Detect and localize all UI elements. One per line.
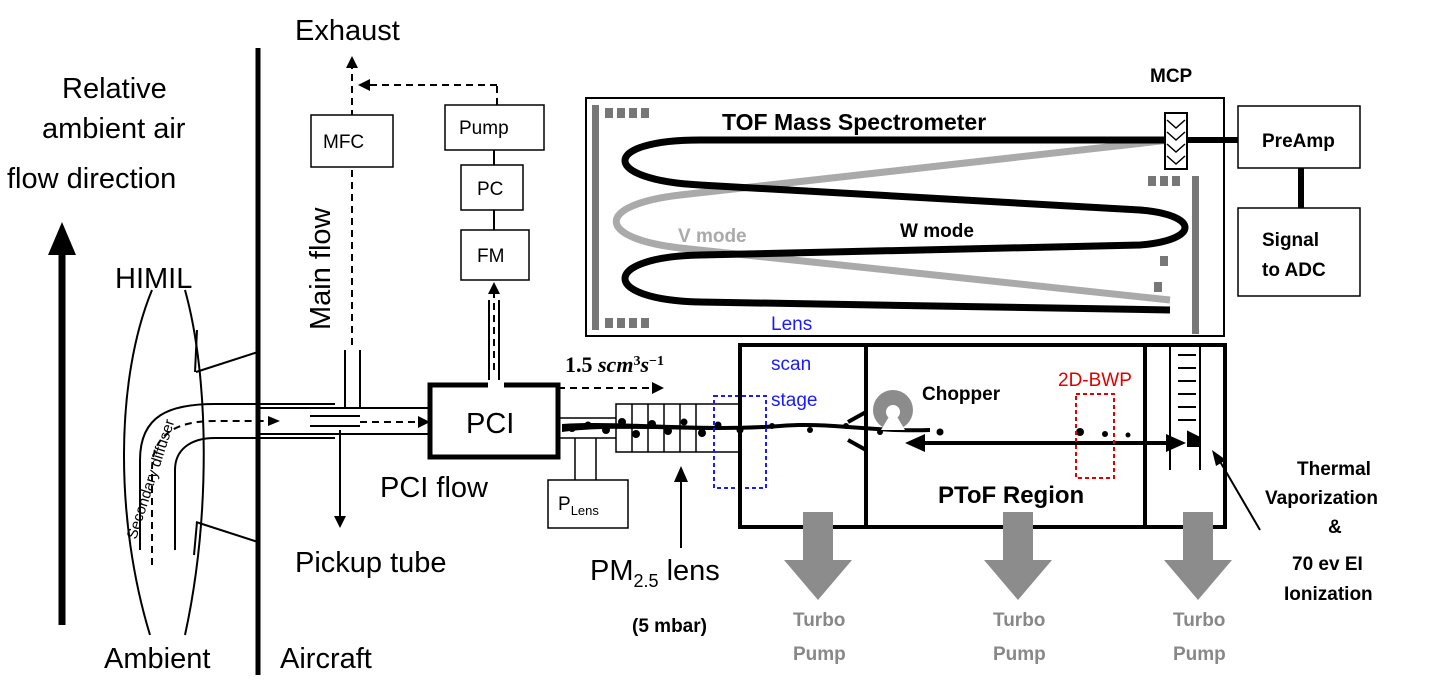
ptof-region-label: PToF Region: [938, 482, 1084, 509]
pci-outlet-cover: [488, 380, 504, 390]
w-mode-path: [621, 136, 1189, 314]
fm-box: [460, 229, 530, 281]
fm-label: FM: [477, 246, 504, 267]
signal-label-1: Signal: [1262, 230, 1319, 251]
pc-label: PC: [477, 179, 503, 200]
turbo-2-label-a: Turbo: [993, 610, 1045, 631]
himil-inlet: [123, 289, 259, 636]
signal-box: [1237, 207, 1361, 297]
v-mode-path: [613, 136, 1171, 304]
v-mode-label: V mode: [678, 226, 747, 247]
flow-rate-label: 1.5 scm3s−1: [565, 352, 664, 377]
bwp-box: [1075, 393, 1115, 479]
pump-label: Pump: [459, 118, 509, 139]
flow-rate-arrow: [558, 382, 664, 394]
relative-flow-label-2: ambient air: [42, 113, 186, 145]
thermal-label-1: Thermal: [1297, 459, 1371, 480]
relative-flow-label-3: flow direction: [7, 163, 176, 195]
signal-label-2: to ADC: [1262, 260, 1326, 281]
thermal-label-5: Ionization: [1284, 584, 1373, 605]
turbo-1-label-b: Pump: [793, 644, 846, 665]
exhaust-label: Exhaust: [295, 15, 400, 47]
turbo-pump-arrows: [784, 512, 1232, 600]
pickup-tube-label: Pickup tube: [295, 547, 447, 579]
turbo-1-label-a: Turbo: [793, 610, 845, 631]
tof-reflectron-right: [1148, 176, 1199, 334]
main-flow-label: Main flow: [305, 206, 337, 330]
tof-reflectron-left: [592, 105, 649, 330]
pc-box: [460, 164, 524, 211]
ionizer-grid: [1169, 347, 1201, 470]
mcp-detector: [1164, 112, 1240, 170]
ambient-label: Ambient: [104, 643, 210, 675]
thermal-label-2: Vaporization: [1265, 488, 1378, 509]
aerodynamic-lens: [558, 403, 741, 480]
turbo-2-label-b: Pump: [993, 644, 1046, 665]
turbo-3-label-a: Turbo: [1173, 610, 1225, 631]
lens-scan-label-2: scan: [771, 354, 811, 375]
mfc-box: [310, 114, 394, 168]
ambient-flow-arrow: [48, 222, 76, 625]
exhaust-line: [358, 79, 498, 105]
secondary-diffuser: [139, 403, 335, 565]
chopper-label: Chopper: [922, 384, 1001, 405]
aircraft-label: Aircraft: [280, 643, 372, 675]
relative-flow-label-1: Relative: [62, 73, 167, 105]
tof-ms-label: TOF Mass Spectrometer: [722, 109, 986, 135]
lens-scan-label-1: Lens: [771, 314, 812, 335]
mcp-label: MCP: [1150, 66, 1193, 87]
thermal-label-3: &: [1328, 517, 1342, 538]
thermal-label-4: 70 ev EI: [1292, 554, 1363, 575]
himil-label: HIMIL: [115, 263, 192, 295]
bwp-label: 2D-BWP: [1058, 370, 1132, 391]
lens-scan-label-3: stage: [771, 390, 817, 411]
pressure-label: (5 mbar): [632, 616, 707, 637]
p-lens-label: PLens: [558, 494, 599, 518]
thermal-pointer: [1212, 450, 1261, 531]
pm-lens-pointer: [674, 466, 688, 548]
main-flow-duct: [258, 56, 430, 528]
preamp-label: PreAmp: [1262, 131, 1335, 152]
pci-flow-label: PCI flow: [380, 472, 489, 504]
ptof-chamber: [738, 343, 1227, 529]
turbo-3-label-b: Pump: [1173, 644, 1226, 665]
pump-chain-lines: [488, 150, 500, 383]
pci-label: PCI: [466, 408, 514, 440]
chopper-icon: [873, 390, 913, 430]
particle-beam: [562, 418, 944, 438]
preamp-box: [1237, 105, 1361, 169]
w-mode-label: W mode: [900, 221, 974, 242]
p-lens-box: [547, 479, 629, 529]
mfc-label: MFC: [323, 132, 364, 153]
pump-box: [444, 104, 545, 151]
pci-box: [427, 382, 561, 460]
pm-lens-label: PM2.5 lens: [590, 555, 720, 591]
